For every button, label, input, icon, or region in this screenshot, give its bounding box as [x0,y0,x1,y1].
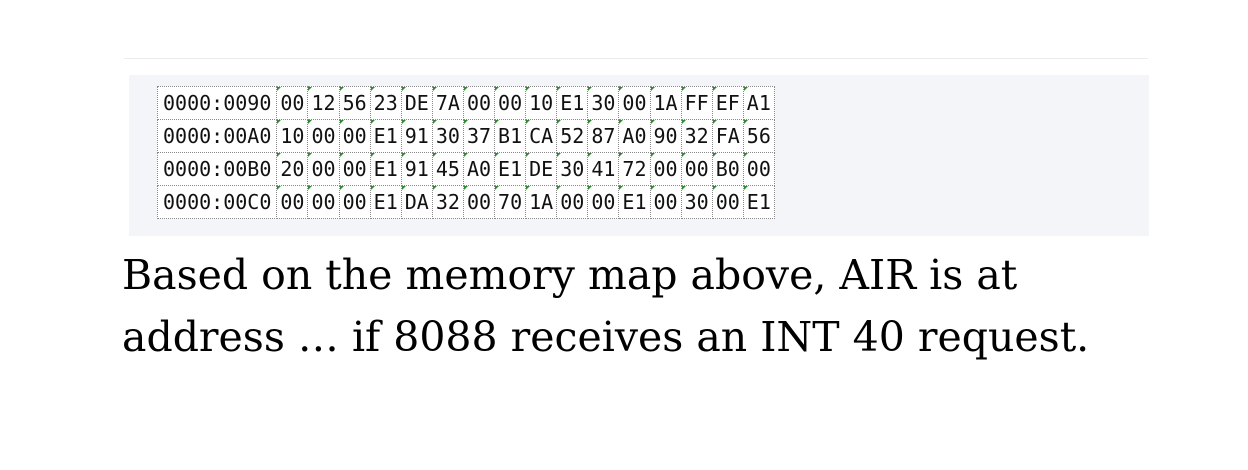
memory-byte: 1A [525,185,558,219]
memory-byte: 91 [400,152,433,186]
memory-byte: 00 [276,185,309,219]
memory-byte: 70 [494,185,527,219]
memory-address: 0000:0090 [156,86,278,120]
memory-byte: 00 [307,152,340,186]
memory-byte: 00 [680,152,713,186]
memory-byte: 00 [587,185,620,219]
memory-byte: DE [400,86,433,120]
memory-byte: 23 [369,86,402,120]
memory-byte: E1 [369,152,402,186]
memory-byte: 37 [462,119,496,153]
memory-byte: 56 [742,119,775,153]
memory-byte: CA [525,119,558,153]
memory-byte: 30 [431,119,464,153]
top-divider [124,58,1148,59]
memory-byte: 00 [338,152,371,186]
memory-byte: 00 [711,185,744,219]
memory-byte: 10 [276,119,309,153]
memory-byte: 12 [307,86,340,120]
memory-byte: A0 [462,152,496,186]
memory-address: 0000:00C0 [156,185,278,219]
memory-byte: 91 [400,119,433,153]
memory-byte: 00 [649,185,682,219]
memory-byte: DA [400,185,433,219]
memory-byte: E1 [618,185,651,219]
memory-byte: 56 [338,86,371,120]
memory-byte: 32 [431,185,464,219]
memory-byte: 30 [680,185,713,219]
memory-byte: 32 [680,119,713,153]
memory-byte: 20 [276,152,309,186]
memory-byte: 00 [494,86,527,120]
memory-byte: 52 [556,119,589,153]
memory-byte: E1 [369,185,402,219]
memory-byte: 72 [618,152,651,186]
memory-byte: FA [711,119,744,153]
memory-byte: 1A [649,86,682,120]
memory-byte: 30 [556,152,589,186]
memory-byte: E1 [369,119,402,153]
memory-byte: E1 [494,152,527,186]
memory-byte: 00 [742,152,775,186]
memory-byte: DE [525,152,558,186]
memory-byte: 00 [462,185,496,219]
memory-byte: 00 [556,185,589,219]
memory-byte: FF [680,86,713,120]
memory-byte: 00 [618,86,651,120]
memory-byte: EF [711,86,744,120]
memory-byte: 00 [338,185,371,219]
memory-byte: B1 [494,119,527,153]
memory-byte: 87 [587,119,620,153]
memory-byte: A1 [742,86,775,120]
memory-byte: A0 [618,119,651,153]
memory-byte: 00 [338,119,371,153]
memory-byte: 45 [431,152,464,186]
memory-byte: 30 [587,86,620,120]
memory-byte: 00 [307,185,340,219]
memory-byte: E1 [742,185,775,219]
memory-byte: 00 [462,86,496,120]
question-text: Based on the memory map above, AIR is at… [122,251,1090,361]
memory-byte: 00 [276,86,309,120]
memory-byte: 7A [431,86,464,120]
memory-byte: E1 [556,86,589,120]
memory-address: 0000:00B0 [156,152,278,186]
memory-byte: 10 [525,86,558,120]
memory-byte: 90 [649,119,682,153]
memory-byte: 00 [649,152,682,186]
memory-byte: B0 [711,152,744,186]
memory-address: 0000:00A0 [156,119,278,153]
memory-byte: 41 [587,152,620,186]
memory-byte: 00 [307,119,340,153]
